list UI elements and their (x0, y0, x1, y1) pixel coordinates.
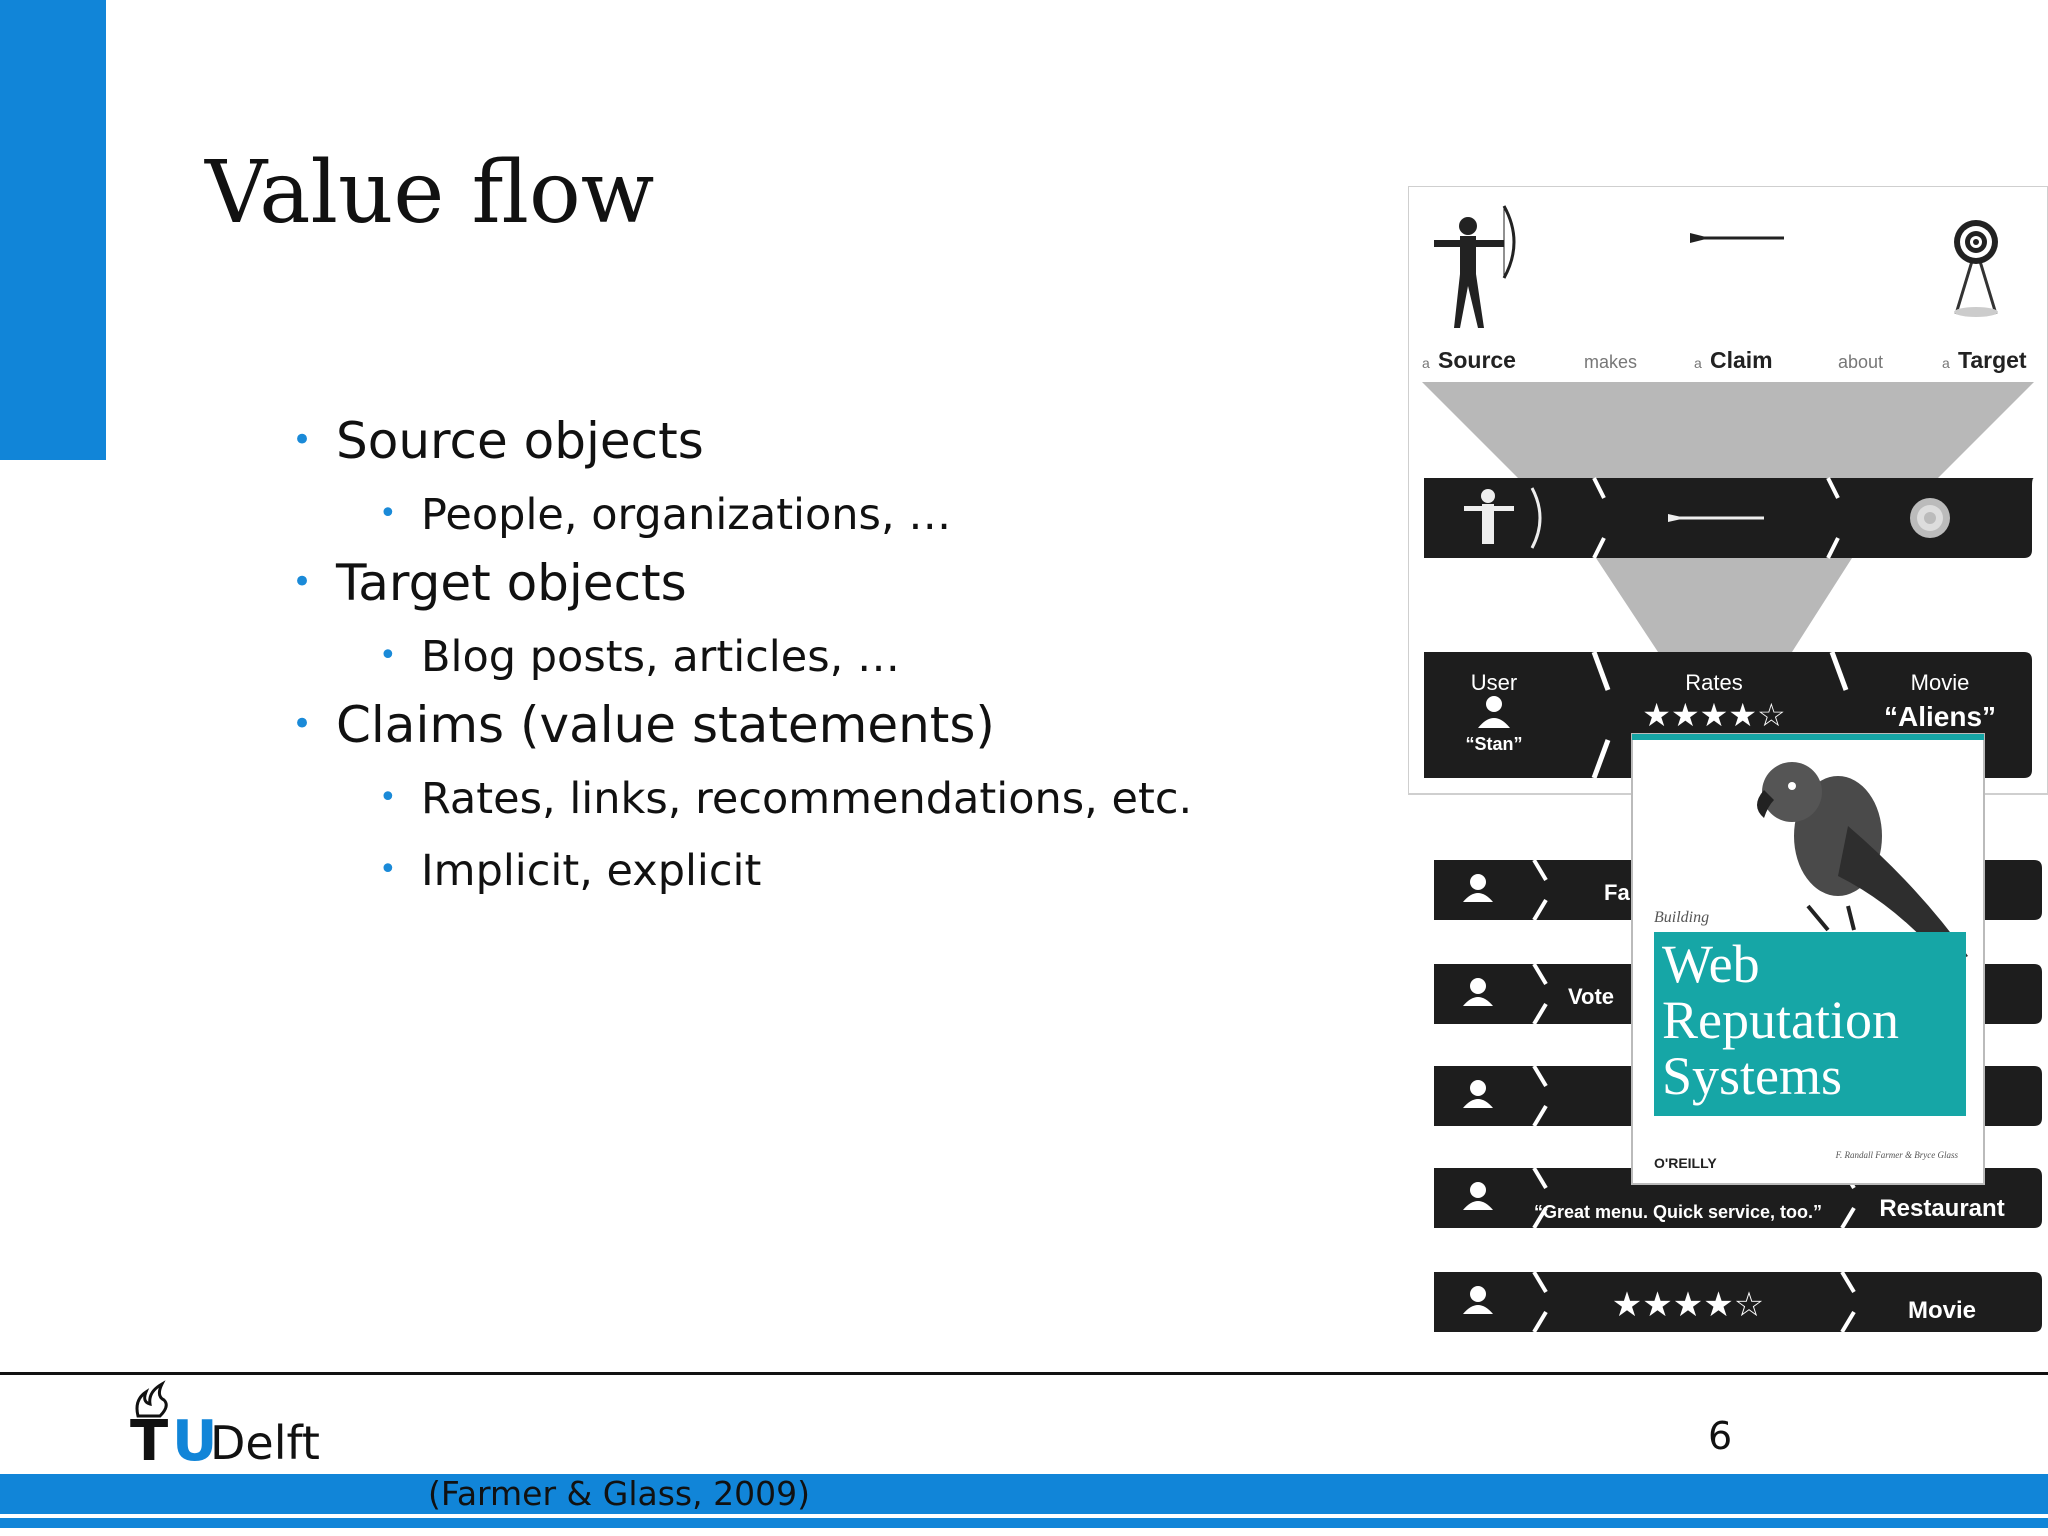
label-claim: Claim (1710, 347, 1773, 373)
book-title-band (1654, 932, 1966, 1116)
subbullet-rates-links: • Rates, links, recommendations, etc. (379, 774, 1193, 824)
footer-divider (0, 1372, 2048, 1375)
row-claim-text: Vote (1568, 984, 1614, 1009)
bullet-marker: • (379, 852, 397, 887)
user-label: User (1471, 670, 1517, 695)
page-number: 6 (1708, 1414, 1733, 1458)
funnel-bottom (1596, 558, 1852, 652)
arrow-icon (1690, 233, 1784, 243)
label-target: Target (1958, 347, 2027, 373)
bullet-marker: • (379, 496, 397, 531)
bullet-marker: • (292, 704, 313, 744)
slide-title: Value flow (205, 143, 655, 243)
subbullet-text: Blog posts, articles, … (421, 632, 900, 682)
book-title-line-2: Reputation (1662, 990, 1899, 1050)
subbullet-text: Rates, links, recommendations, etc. (421, 774, 1193, 824)
bullet-text: Target objects (336, 554, 687, 612)
subbullet-implicit-explicit: • Implicit, explicit (379, 846, 762, 896)
subbullet-people: • People, organizations, … (379, 490, 952, 540)
label-makes: makes (1584, 352, 1637, 372)
row-target-text: Movie (1908, 1297, 1976, 1324)
citation: (Farmer & Glass, 2009) (428, 1474, 810, 1513)
figure-header-labels: a Source makes a Claim about a Target (1422, 347, 2027, 373)
bullet-text: Claims (value statements) (336, 696, 995, 754)
left-accent-bar (0, 0, 106, 460)
target-icon (1954, 220, 1998, 317)
user-icon (1463, 1182, 1493, 1210)
user-name: “Stan” (1465, 734, 1522, 754)
book-cover: Building Web Reputation Systems O'REILLY… (1631, 733, 1985, 1185)
label-source: Source (1438, 347, 1516, 373)
movie-label: Movie (1911, 670, 1970, 695)
label-a-target: a (1942, 355, 1950, 371)
bullet-marker: • (379, 638, 397, 673)
book-title-line-3: Systems (1662, 1046, 1842, 1106)
subbullet-blog-posts: • Blog posts, articles, … (379, 632, 900, 682)
bullet-marker: • (379, 780, 397, 815)
book-title-line-1: Web (1662, 934, 1760, 994)
row-star-rating: ★★★★☆ (1612, 1286, 1764, 1324)
tudelft-logo: T U Delft (124, 1380, 334, 1470)
parrot-illustration (1757, 762, 1968, 966)
archer-icon (1434, 205, 1516, 328)
label-about: about (1838, 352, 1883, 372)
rates-label: Rates (1685, 670, 1742, 695)
icon-bar (1424, 477, 2034, 559)
row-claim-text: “Great menu. Quick service, too.” (1534, 1202, 1822, 1222)
subbullet-text: Implicit, explicit (421, 846, 762, 896)
star-rating: ★★★★☆ (1642, 697, 1785, 733)
claim-row-5: ★★★★☆ Movie (1434, 1270, 2042, 1334)
row-claim-text: Fa (1604, 880, 1630, 905)
footer-band-bottom (0, 1518, 2048, 1528)
logo-t: T (130, 1409, 169, 1474)
logo-delft: Delft (210, 1416, 320, 1470)
arrow-icon-small (1668, 514, 1764, 522)
flame-icon (135, 1380, 168, 1418)
footer-band (0, 1474, 2048, 1514)
label-a-claim: a (1694, 355, 1702, 371)
bullet-marker: • (292, 562, 313, 602)
logo-u: U (172, 1409, 218, 1474)
bullet-text: Source objects (336, 412, 704, 470)
user-icon (1463, 1286, 1493, 1314)
book-kicker: Building (1654, 909, 1709, 926)
row-target-text: Restaurant (1879, 1195, 2004, 1222)
value-flow-figure: a Source makes a Claim about a Target (1408, 186, 2048, 1334)
target-icon-small (1910, 498, 1950, 538)
bullet-claims: • Claims (value statements) (292, 696, 995, 754)
subbullet-text: People, organizations, … (421, 490, 952, 540)
archer-icon-small (1464, 487, 1542, 549)
funnel-top (1422, 382, 2034, 478)
bullet-marker: • (292, 420, 313, 460)
user-icon (1463, 1080, 1493, 1108)
bullet-source-objects: • Source objects (292, 412, 704, 470)
bullet-target-objects: • Target objects (292, 554, 687, 612)
movie-name: “Aliens” (1884, 701, 1996, 732)
user-icon (1463, 874, 1493, 902)
user-icon (1463, 978, 1493, 1006)
label-a-source: a (1422, 355, 1430, 371)
user-icon (1478, 696, 1510, 728)
book-publisher: O'REILLY (1654, 1155, 1717, 1171)
book-authors: F. Randall Farmer & Bryce Glass (1835, 1150, 1959, 1160)
